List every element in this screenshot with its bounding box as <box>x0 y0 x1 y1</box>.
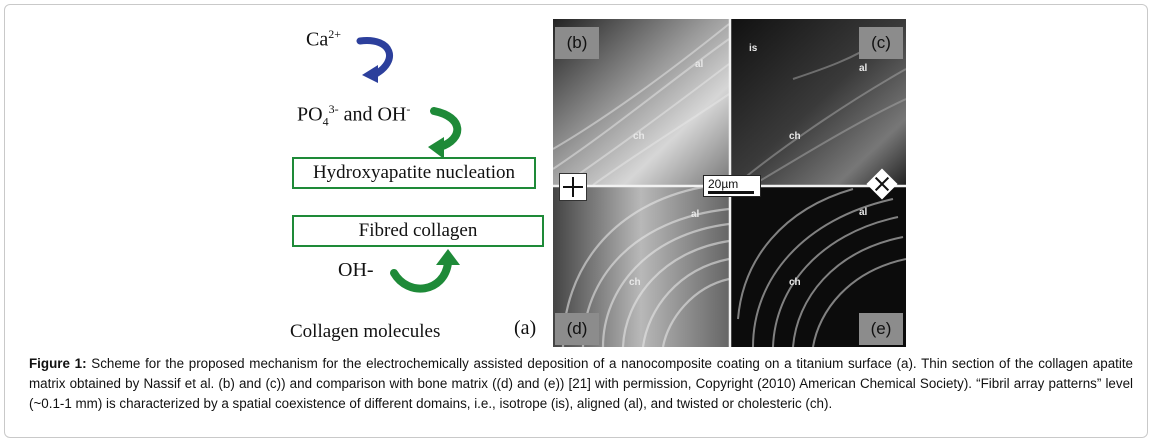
parallel-polarizer-icon <box>559 173 587 201</box>
domain-label-al-d: al <box>691 209 700 220</box>
panel-e-label: (e) <box>859 313 903 345</box>
domain-label-ch-e: ch <box>789 277 801 288</box>
panel-a-label: (a) <box>514 317 537 339</box>
figure-frame: Ca2+ PO43- and OH- Hydroxyapatite nuclea… <box>4 4 1148 438</box>
caption-lead: Figure 1: <box>29 356 87 371</box>
figure-caption: Figure 1: Scheme for the proposed mechan… <box>29 354 1133 414</box>
panel-c-label: (c) <box>859 27 903 59</box>
phosphate-hydroxide-label: PO43- and OH- <box>297 102 411 129</box>
domain-label-is-c: is <box>749 43 758 54</box>
mechanism-scheme: Ca2+ PO43- and OH- Hydroxyapatite nuclea… <box>252 19 548 347</box>
domain-label-al-b: al <box>695 59 704 70</box>
panel-b-label: (b) <box>555 27 599 59</box>
calcium-ion-label: Ca2+ <box>306 27 341 51</box>
domain-label-al-e: al <box>859 207 868 218</box>
caption-text: Scheme for the proposed mechanism for th… <box>29 356 1134 411</box>
domain-label-ch-b: ch <box>633 131 645 142</box>
collagen-molecules-label: Collagen molecules <box>290 321 441 342</box>
scale-bar: 20µm <box>703 175 761 197</box>
scale-bar-text: 20µm <box>708 177 739 191</box>
micrograph-panel: (b) (c) (d) (e) 20µm al ch is al ch al c… <box>553 19 906 347</box>
curved-arrow-green-icon <box>428 107 462 159</box>
domain-label-al-c: al <box>859 63 868 74</box>
hydroxyapatite-nucleation-box: Hydroxyapatite nucleation <box>292 157 536 189</box>
panel-d-label: (d) <box>555 313 599 345</box>
fibred-collagen-box: Fibred collagen <box>292 215 544 247</box>
domain-label-ch-d: ch <box>629 277 641 288</box>
curved-arrow-green-up-icon <box>390 249 460 293</box>
domain-label-ch-c: ch <box>789 131 801 142</box>
curved-arrow-blue-icon <box>356 37 393 83</box>
hydroxide-label: OH- <box>338 259 374 281</box>
